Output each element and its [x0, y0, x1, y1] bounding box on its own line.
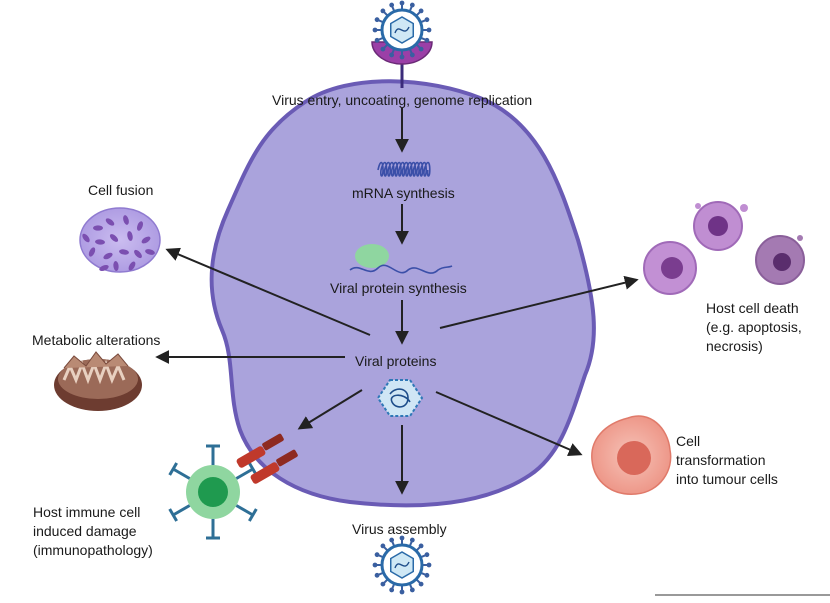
- receptor-icon: [236, 433, 298, 484]
- host-cell: [209, 79, 596, 508]
- label-virus-entry: Virus entry, uncoating, genome replicati…: [272, 92, 533, 108]
- tumour-cell-icon: [591, 415, 672, 495]
- virus-icon: [372, 535, 432, 595]
- entering-virus: [371, 0, 433, 88]
- arrow-to-cell-fusion: [165, 247, 371, 336]
- capsid-icon: [376, 379, 424, 417]
- antibody-icon: [168, 444, 258, 540]
- ribosome-icon: [349, 244, 453, 274]
- arrow-to-immune: [297, 389, 363, 430]
- label-protein-synthesis: Viral protein synthesis: [330, 280, 467, 296]
- fused-cell-icon: [79, 207, 161, 273]
- apoptotic-cell-icon: [643, 201, 805, 295]
- rna-strand-icon: [377, 161, 431, 177]
- label-transformation: Cell transformation into tumour cells: [676, 433, 778, 487]
- label-cell-fusion: Cell fusion: [88, 182, 154, 198]
- label-virus-assembly: Virus assembly: [352, 521, 447, 537]
- label-metabolic: Metabolic alterations: [32, 332, 161, 348]
- label-immune-damage: Host immune cell induced damage (immunop…: [33, 504, 153, 558]
- arrow-to-cell-death: [439, 275, 639, 329]
- label-viral-proteins: Viral proteins: [355, 353, 437, 369]
- label-host-cell-death: Host cell death (e.g. apoptosis, necrosi…: [706, 300, 802, 354]
- label-mrna-synthesis: mRNA synthesis: [352, 185, 455, 201]
- virus-icon: [372, 0, 432, 60]
- mitochondrion-icon: [54, 351, 142, 411]
- immune-cell-icon: [168, 444, 258, 540]
- arrow-to-transformation: [435, 391, 583, 457]
